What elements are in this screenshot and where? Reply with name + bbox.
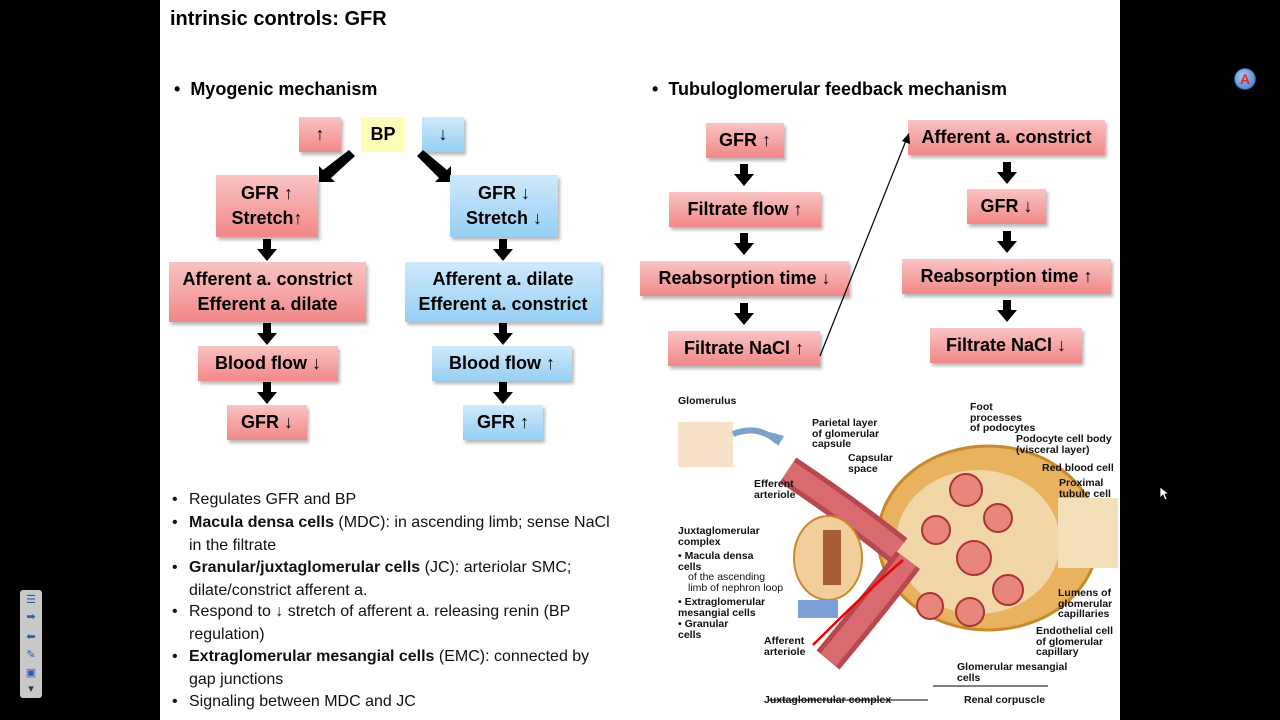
label-jg-complex-bottom: Juxtaglomerular complex <box>764 694 892 706</box>
down-arrow-icon <box>734 233 754 255</box>
down-arrow-icon <box>734 164 754 186</box>
label-granular-cells: • Granular cells <box>678 618 729 641</box>
bp-split-arrows <box>319 150 451 182</box>
myo-right-box-3: Blood flow ↑ <box>432 346 572 381</box>
myogenic-heading-text: Myogenic mechanism <box>190 79 378 99</box>
label-capsular-space: Capsular space <box>848 452 893 475</box>
bullet-item: •Granular/juxtaglomerular cells (JC): ar… <box>172 559 572 599</box>
down-arrow-icon <box>734 303 754 325</box>
slideshow-toolbar: ☰ ➡ ⬅ ✎ ▣ ▾ <box>20 590 42 698</box>
menu-icon[interactable]: ☰ <box>26 594 36 606</box>
bp-label-box: BP <box>361 117 405 152</box>
bullet-item: •Regulates GFR and BP <box>172 491 357 508</box>
prev-arrow-icon[interactable]: ⬅ <box>26 631 36 643</box>
bullet-item: •Signaling between MDC and JC <box>172 693 416 710</box>
tgf-right-box-3: Reabsorption time ↑ <box>902 259 1111 294</box>
myo-right-box-2: Afferent a. dilate Efferent a. constrict <box>405 262 601 322</box>
tgf-right-box-1: Afferent a. constrict <box>908 120 1105 155</box>
tgf-left-box-3: Reabsorption time ↓ <box>640 261 849 296</box>
label-endothelial-cell: Endothelial cell of glomerular capillary <box>1036 625 1114 658</box>
label-proximal-tubule: Proximal tubule cell <box>1059 477 1111 500</box>
tgf-right-box-2: GFR ↓ <box>967 189 1046 224</box>
down-arrow-icon <box>493 382 513 404</box>
down-arrow-icon <box>997 231 1017 253</box>
myo-left-box-1: GFR ↑ Stretch↑ <box>216 175 318 237</box>
myo-right-box-4: GFR ↑ <box>463 405 543 440</box>
monitor-icon[interactable]: ▣ <box>25 667 37 679</box>
renal-corpuscle-illustration <box>678 422 1118 701</box>
myo-right-box-1: GFR ↓ Stretch ↓ <box>450 175 558 237</box>
bp-up-box: ↑ <box>299 117 341 152</box>
slide: intrinsic controls: GFR • Myogenic mecha… <box>160 0 1120 720</box>
bullet-item: •Extraglomerular mesangial cells (EMC): … <box>172 648 590 688</box>
label-mesangial-cells: Glomerular mesangial cells <box>957 661 1068 684</box>
slide-title: intrinsic controls: GFR <box>170 8 387 30</box>
bullet-item: •Macula densa cells (MDC): in ascending … <box>172 514 610 554</box>
label-glomerulus: Glomerulus <box>678 395 737 407</box>
down-arrow-icon <box>493 323 513 345</box>
label-afferent-arteriole: Afferent arteriole <box>764 635 806 658</box>
dropdown-icon[interactable]: ▾ <box>28 683 34 695</box>
down-arrow-icon <box>257 323 277 345</box>
label-parietal-layer: Parietal layer of glomerular capsule <box>812 417 880 450</box>
myo-left-box-2: Afferent a. constrict Efferent a. dilate <box>169 262 366 322</box>
myogenic-heading: • Myogenic mechanism <box>174 79 378 99</box>
label-lumens: Lumens of glomerular capillaries <box>1058 587 1113 620</box>
label-renal-corpuscle: Renal corpuscle <box>964 694 1046 706</box>
diagonal-arrow-left <box>319 150 355 182</box>
label-extraglomerular: • Extraglomerular mesangial cells <box>678 596 766 619</box>
tgf-left-box-2: Filtrate flow ↑ <box>669 192 821 227</box>
feedback-connector-arrow <box>819 133 910 357</box>
down-arrow-icon <box>257 382 277 404</box>
pen-icon[interactable]: ✎ <box>26 649 36 661</box>
tgf-left-box-1: GFR ↑ <box>706 123 784 158</box>
label-podocyte: Podocyte cell body (visceral layer) <box>1016 433 1112 456</box>
tgf-right-box-4: Filtrate NaCl ↓ <box>930 328 1082 363</box>
down-arrow-icon <box>257 239 277 261</box>
myo-left-box-3: Blood flow ↓ <box>198 346 338 381</box>
label-macula-densa: • Macula densa cells <box>678 550 754 573</box>
app-logo-icon[interactable]: A <box>1234 68 1256 90</box>
diagonal-arrow-right <box>417 150 451 182</box>
myo-left-box-4: GFR ↓ <box>227 405 307 440</box>
down-arrow-icon <box>997 162 1017 184</box>
mouse-cursor-icon <box>1160 487 1170 501</box>
bp-down-box: ↓ <box>422 117 464 152</box>
tubulo-heading-text: Tubuloglomerular feedback mechanism <box>668 79 1008 99</box>
tgf-left-box-4: Filtrate NaCl ↑ <box>668 331 820 366</box>
label-macula-sub: of the ascending limb of nephron loop <box>688 571 784 594</box>
next-arrow-icon[interactable]: ➡ <box>26 611 36 623</box>
bullet-item: •Respond to ↓ stretch of afferent a. rel… <box>172 603 570 643</box>
label-efferent-arteriole: Efferent arteriole <box>754 478 796 501</box>
tubulo-heading: • Tubuloglomerular feedback mechanism <box>652 79 1008 99</box>
down-arrow-icon <box>997 300 1017 322</box>
label-jg-complex: Juxtaglomerular complex <box>678 525 760 548</box>
down-arrow-icon <box>493 239 513 261</box>
juxtaglomerular-diagram: Glomerulus Parietal layer of glomerular … <box>678 390 1118 718</box>
label-red-blood-cell: Red blood cell <box>1042 462 1114 474</box>
label-foot-processes: Foot processes of podocytes <box>970 401 1036 434</box>
